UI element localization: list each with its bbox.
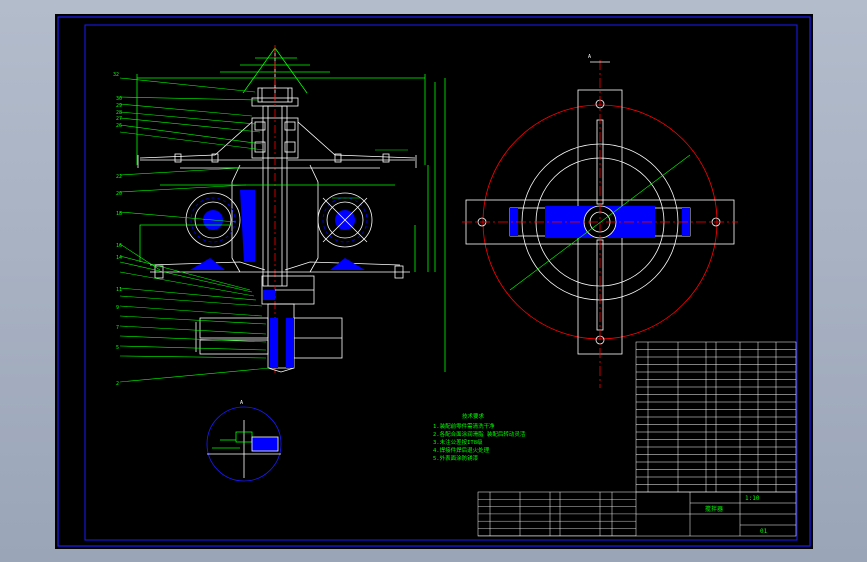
balloon-4: 28 xyxy=(116,110,122,116)
tech-note-1: 1.装配前零件需清洗干净 xyxy=(433,422,495,430)
balloon-12: 11 xyxy=(116,287,122,293)
balloon-13: 9 xyxy=(116,305,119,311)
balloon-14: 7 xyxy=(116,325,119,331)
detail-view xyxy=(206,406,282,482)
tech-note-2: 2.各配合面涂润滑脂 装配后转动灵活 xyxy=(433,430,526,438)
balloon-8: 20 xyxy=(116,191,122,197)
balloon-15: 5 xyxy=(116,345,119,351)
balloon-3: 29 xyxy=(116,103,122,109)
section-view xyxy=(119,45,446,383)
parts-list xyxy=(635,341,797,493)
top-view xyxy=(462,60,738,388)
section-mark-a: A xyxy=(240,400,243,406)
sheet-scale: 1:10 xyxy=(745,495,760,502)
tech-note-3: 3.未注公差按IT8级 xyxy=(433,438,483,446)
tech-notes-title: 技术要求 xyxy=(462,412,485,420)
view-mark-a-top: A xyxy=(588,54,591,60)
balloon-5: 27 xyxy=(116,116,122,122)
sheet-background xyxy=(55,14,813,549)
tech-note-5: 5.外表面涂防锈漆 xyxy=(433,454,479,462)
balloon-labels: 32 30 29 28 27 26 22 20 18 16 14 11 9 7 … xyxy=(113,72,122,387)
balloon-6: 26 xyxy=(116,123,122,129)
tech-note-4: 4.焊接件焊后退火处理 xyxy=(433,446,490,454)
technical-notes: 技术要求 1.装配前零件需清洗干净 2.各配合面涂润滑脂 装配后转动灵活 3.未… xyxy=(433,412,526,462)
outer-border xyxy=(57,16,811,547)
inner-border xyxy=(84,24,798,541)
balloon-16: 2 xyxy=(116,381,119,387)
balloon-1: 32 xyxy=(113,72,119,78)
sheet-number: 01 xyxy=(760,528,768,535)
balloon-2: 30 xyxy=(116,96,122,102)
balloon-10: 16 xyxy=(116,243,122,249)
balloon-11: 14 xyxy=(116,255,122,261)
sheet-title: 搅拌器 xyxy=(705,505,723,513)
balloon-9: 18 xyxy=(116,211,122,217)
balloon-7: 22 xyxy=(116,174,122,180)
title-block-rows xyxy=(478,499,636,536)
